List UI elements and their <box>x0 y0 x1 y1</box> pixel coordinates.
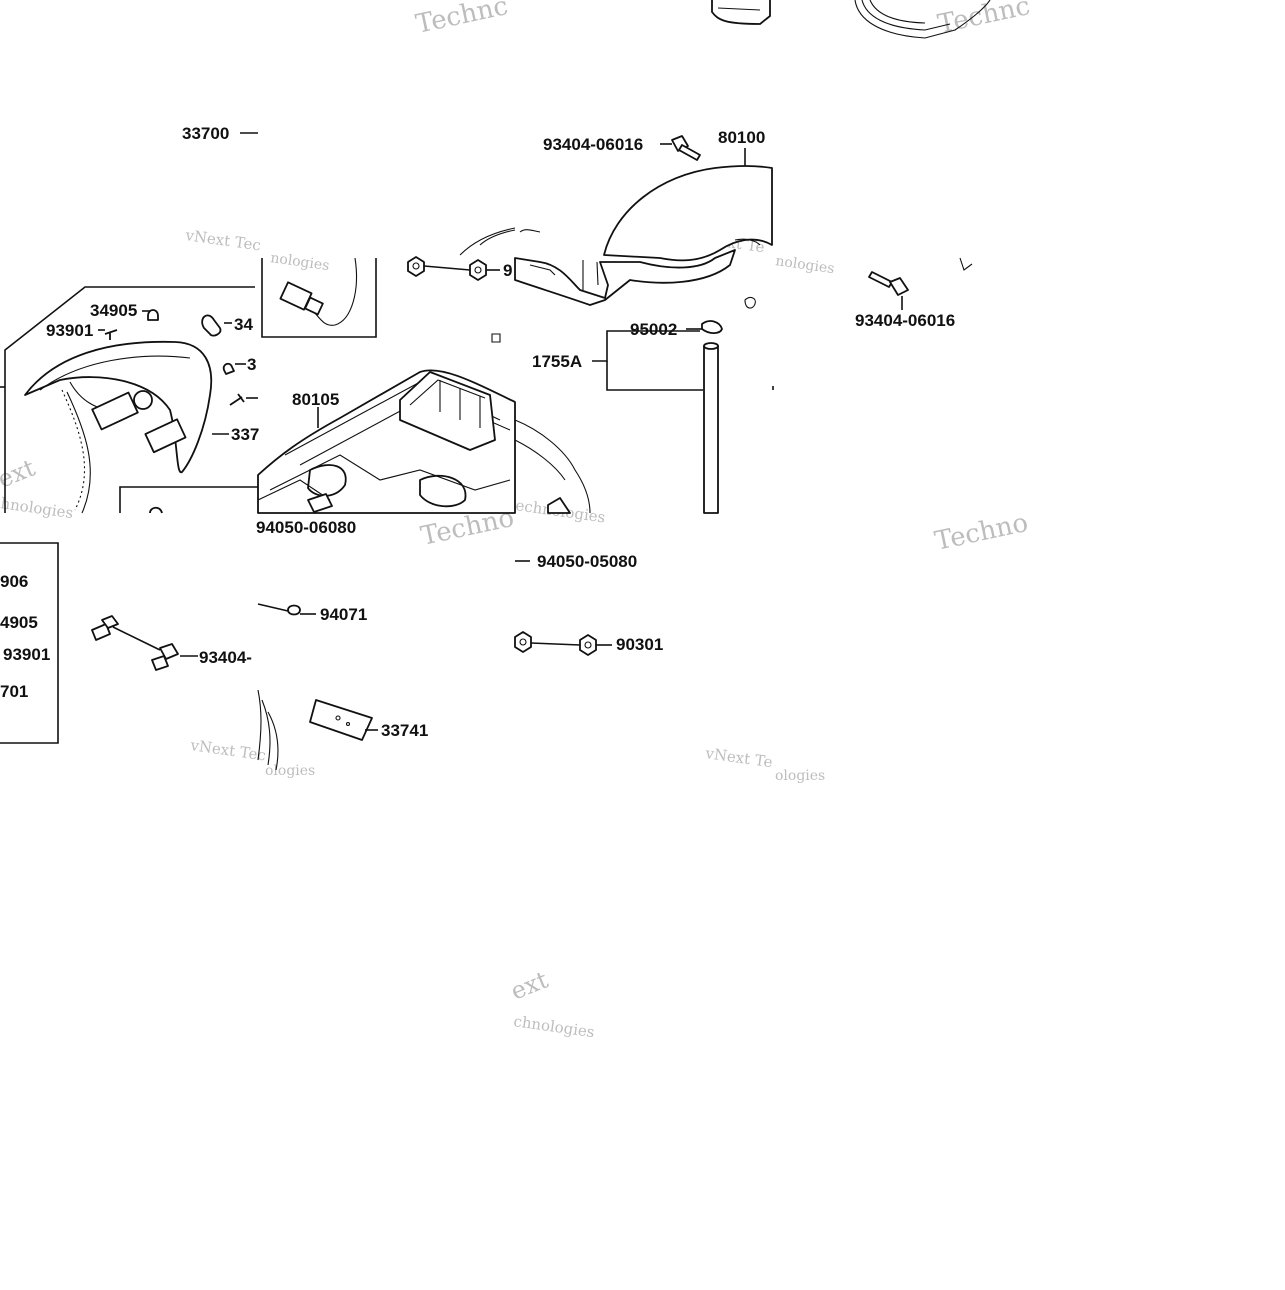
watermark-hnologies: hnologies <box>0 494 74 522</box>
watermark-nologies-2: nologies <box>774 253 835 277</box>
tail-light-assembly <box>0 132 258 514</box>
watermarks: Technc Technc vNext Tec nologies vNext T… <box>0 0 1033 1041</box>
watermark-ext-2: ext <box>507 965 552 1005</box>
watermark-vnext-tec: vNext Tec <box>183 226 262 255</box>
bolt-93404-06016-right <box>868 257 973 310</box>
bolt-head-left <box>91 623 111 641</box>
label-94050-06080: 94050-06080 <box>256 518 356 537</box>
nut-90301-b <box>579 634 597 656</box>
reflector-33741 <box>309 699 373 741</box>
tray-box <box>399 371 496 451</box>
bulb-socket <box>91 391 139 431</box>
fender-bracket <box>514 249 736 306</box>
top-clip <box>711 0 771 25</box>
lower-middle-section <box>257 603 378 741</box>
nut-left <box>407 256 425 277</box>
watermark-technc: Technc <box>413 0 511 40</box>
tail-light-lens <box>24 340 213 473</box>
watermark-techno-2: Techno <box>932 508 1031 557</box>
rear-fender-body <box>603 165 773 262</box>
label-3: 3 <box>247 355 256 374</box>
label-34905: 34905 <box>90 301 137 320</box>
under-tray-80105 <box>257 333 516 514</box>
bulb-3 <box>222 362 235 375</box>
tail-light-group-bracket <box>4 286 255 513</box>
rear-fender-80100 <box>514 148 773 309</box>
watermark-nologies: nologies <box>269 250 330 274</box>
label-93404-06016-right: 93404-06016 <box>855 311 955 330</box>
label-9: 9 <box>503 261 512 280</box>
small-screw <box>229 393 245 406</box>
label-80100: 80100 <box>718 128 765 147</box>
watermark-ologies: ologies <box>265 763 315 779</box>
label-90301: 90301 <box>616 635 663 654</box>
label-33741: 33741 <box>381 721 428 740</box>
clamp-95002 <box>701 320 723 335</box>
bolt-93404-06016-top <box>660 135 701 161</box>
watermark-vnext-te-2: vNext Te <box>703 744 773 771</box>
bulb-34 <box>201 314 222 337</box>
label-34: 34 <box>234 315 253 334</box>
label-701: 701 <box>0 682 28 701</box>
label-93404-bottom: 93404- <box>199 648 252 667</box>
label-337: 337 <box>231 425 259 444</box>
label-80105: 80105 <box>292 390 339 409</box>
label-906: 906 <box>0 572 28 591</box>
label-94050-05080: 94050-05080 <box>537 552 637 571</box>
label-93901-box: 93901 <box>3 645 50 664</box>
bulb-34905 <box>147 309 159 321</box>
label-4905: 4905 <box>0 613 38 632</box>
label-93901: 93901 <box>46 321 93 340</box>
watermark-ext: ext <box>0 453 39 493</box>
top-parts <box>711 0 991 39</box>
nut-90301-a <box>514 631 532 653</box>
lower-left-section <box>0 542 279 771</box>
label-33700: 33700 <box>182 124 229 143</box>
label-95002: 95002 <box>630 320 677 339</box>
watermark-technc-2: Technc <box>935 0 1033 40</box>
wiring-connector-inset <box>261 257 377 338</box>
hose-assembly <box>514 320 774 514</box>
label-1755A: 1755A <box>532 352 582 371</box>
watermark-chnologies: chnologies <box>512 1012 595 1041</box>
bulb-set-box <box>0 542 59 744</box>
label-94071: 94071 <box>320 605 367 624</box>
lower-right-section <box>514 560 612 656</box>
label-93404-06016-top: 93404-06016 <box>543 135 643 154</box>
hose-1755A <box>703 345 719 514</box>
nuts-top <box>407 227 516 281</box>
screw-94071 <box>287 604 301 616</box>
screw-93901 <box>104 329 118 340</box>
watermark-ologies-2: ologies <box>775 768 825 784</box>
nut-right <box>469 259 487 281</box>
watermark-vnext-tec-2: vNext Tec <box>188 736 267 765</box>
